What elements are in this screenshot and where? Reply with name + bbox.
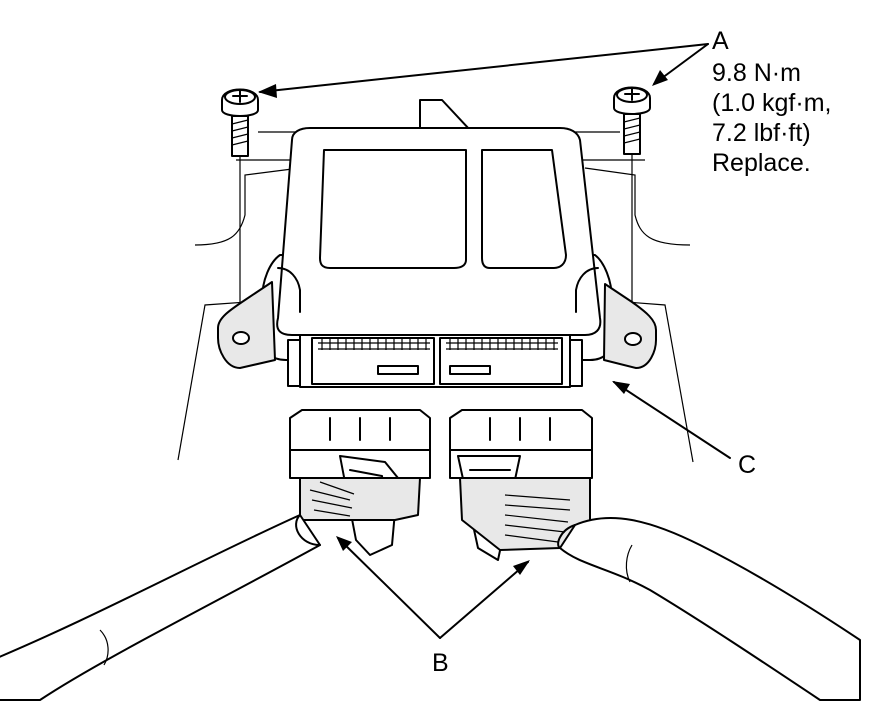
callout-a-label: A — [712, 27, 729, 55]
torque-lbf: 7.2 lbf·ft) — [712, 119, 811, 147]
callout-b-label: B — [432, 649, 449, 677]
leader-lines — [258, 43, 731, 639]
srs-unit — [217, 99, 657, 388]
callout-c-label: C — [738, 451, 757, 479]
torque-kgf: (1.0 kgf·m, — [712, 89, 832, 117]
connector-left — [0, 409, 431, 701]
mounting-bolt-right — [613, 86, 651, 330]
callout-a-spec: 9.8 N·m (1.0 kgf·m, 7.2 lbf·ft) Replace. — [712, 60, 831, 180]
mounting-bolt-left — [221, 88, 259, 330]
torque-nm: 9.8 N·m — [712, 59, 801, 87]
connector-right — [449, 409, 861, 701]
replace-note: Replace. — [712, 149, 811, 177]
